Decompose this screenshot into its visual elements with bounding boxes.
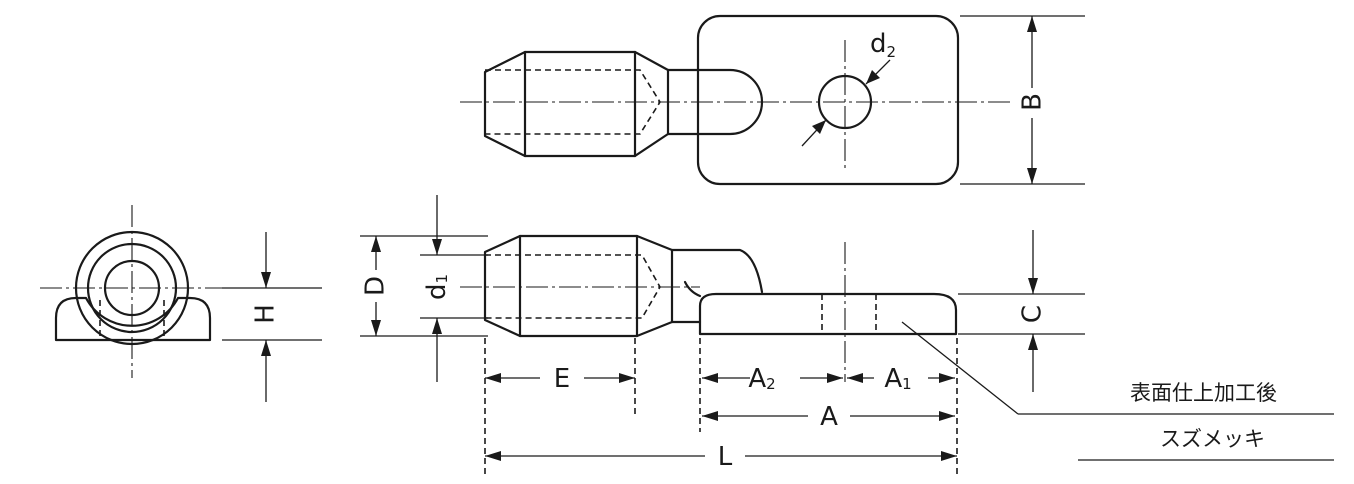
dimension-a2: A2 <box>702 364 843 394</box>
end-view-outer-barrel <box>74 230 190 346</box>
dimension-l-label: L <box>718 442 733 472</box>
surface-note-leader <box>901 321 1019 415</box>
dimension-d1-label: d1 <box>422 274 452 300</box>
dimension-a1-label: A1 <box>884 364 911 394</box>
dimension-b-label: B <box>1018 93 1048 111</box>
surface-finish-note: 表面仕上加工後 <box>1130 381 1277 405</box>
end-view-bore <box>103 259 161 317</box>
end-view-hidden-lines <box>99 300 165 340</box>
dimension-a-label: A <box>820 402 838 432</box>
dimension-h: H <box>222 232 322 402</box>
side-view <box>460 234 1334 415</box>
dimension-c: C <box>958 230 1085 392</box>
top-view-barrel <box>483 50 670 158</box>
dimension-d-label: D <box>361 276 391 296</box>
end-view <box>40 205 228 378</box>
dimension-d2-label: d2 <box>870 29 896 61</box>
dimension-a: A <box>702 402 955 432</box>
side-view-neck-top <box>670 248 764 294</box>
side-view-hole-hidden <box>821 294 877 334</box>
dimension-b: B <box>960 15 1085 185</box>
dimension-h-label: H <box>251 304 281 324</box>
top-view-stud-hole <box>817 74 873 130</box>
end-view-barrel-chamfer <box>86 242 178 334</box>
end-view-tongue-base <box>54 296 212 342</box>
dimension-l: L <box>485 442 957 472</box>
side-view-barrel <box>483 234 674 338</box>
dimension-a1: A1 <box>847 364 955 394</box>
side-view-tongue <box>698 292 958 336</box>
dimension-e: E <box>485 364 635 394</box>
dimension-d1: d1 <box>420 195 488 382</box>
top-view: d2 <box>460 14 1010 186</box>
top-view-bore-hidden <box>485 69 661 135</box>
dimension-d: D <box>360 235 488 337</box>
dimension-c-label: C <box>1018 305 1048 323</box>
side-view-bore-hidden <box>485 254 661 319</box>
dimension-a2-label: A2 <box>748 364 775 394</box>
side-view-neck-bend <box>683 280 702 298</box>
dimension-e-label: E <box>554 364 570 394</box>
plating-note: スズメッキ <box>1160 427 1265 451</box>
extension-lines <box>484 338 958 474</box>
top-view-neck <box>666 68 764 136</box>
top-view-tongue <box>696 14 960 186</box>
notes: 表面仕上加工後 スズメッキ <box>1078 381 1334 461</box>
